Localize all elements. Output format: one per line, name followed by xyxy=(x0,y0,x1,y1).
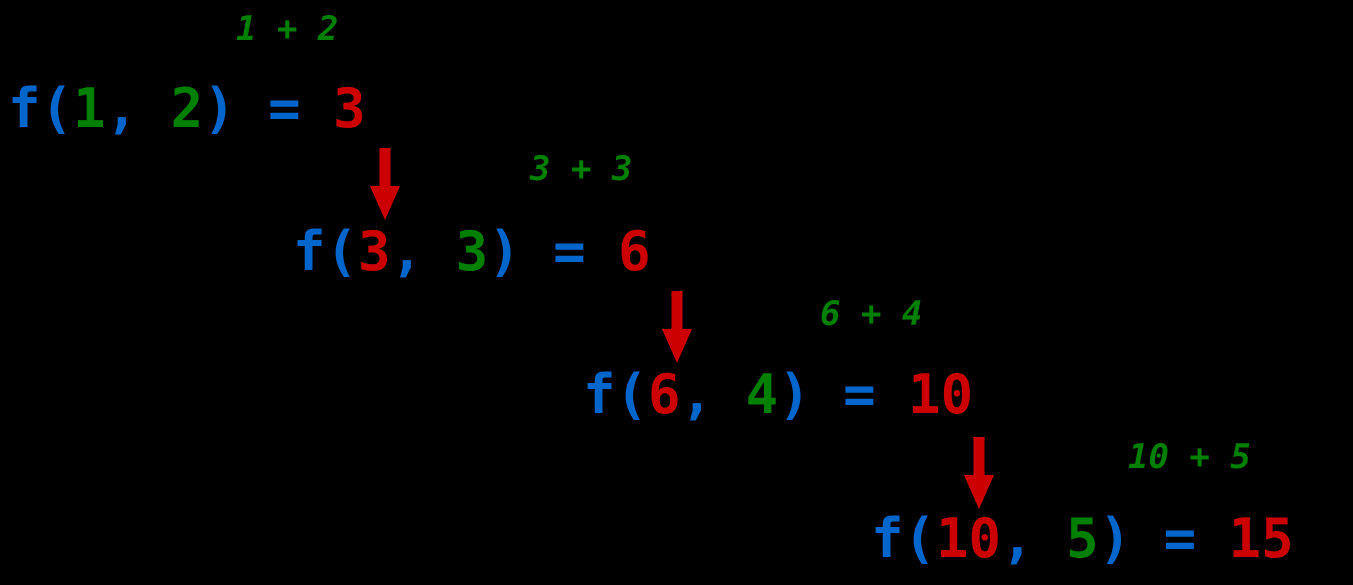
result-value: 3 xyxy=(333,77,366,140)
argument-accumulator: 6 xyxy=(648,363,681,426)
spacer xyxy=(138,77,171,140)
argument-new: 1 xyxy=(73,77,106,140)
paren: ) xyxy=(778,363,811,426)
arrow-down-icon-step-3 xyxy=(962,437,996,509)
spacer xyxy=(1034,507,1067,570)
paren: ( xyxy=(903,507,937,570)
paren: ( xyxy=(615,363,649,426)
argument-accumulator: 10 xyxy=(936,507,1002,570)
call-expression-step-4: f(10, 5) = 15 xyxy=(871,512,1294,566)
annotation-step-3: 6 + 4 xyxy=(820,294,923,334)
paren: ) xyxy=(488,220,521,283)
arrow-down-icon-step-2 xyxy=(660,291,694,363)
spacer xyxy=(236,77,269,140)
spacer xyxy=(423,220,456,283)
comma: , xyxy=(105,77,139,140)
argument-new: 3 xyxy=(455,220,489,283)
argument-new: 2 xyxy=(170,77,204,140)
annotation-step-4: 10 + 5 xyxy=(1128,437,1251,477)
argument-new: 5 xyxy=(1066,507,1099,570)
spacer xyxy=(586,220,619,283)
function-name: f xyxy=(293,220,326,283)
comma: , xyxy=(390,220,424,283)
spacer xyxy=(876,363,909,426)
spacer xyxy=(811,363,844,426)
function-name: f xyxy=(583,363,616,426)
equals-sign: = xyxy=(268,77,301,140)
equals-sign: = xyxy=(553,220,586,283)
paren: ( xyxy=(40,77,74,140)
function-name: f xyxy=(871,507,904,570)
spacer xyxy=(1131,507,1164,570)
paren: ) xyxy=(1098,507,1132,570)
annotation-step-2: 3 + 3 xyxy=(530,149,633,189)
result-value: 6 xyxy=(618,220,651,283)
spacer xyxy=(1196,507,1229,570)
function-name: f xyxy=(8,77,41,140)
annotation-step-1: 1 + 2 xyxy=(236,9,339,49)
comma: , xyxy=(1001,507,1034,570)
equals-sign: = xyxy=(1163,507,1197,570)
argument-new: 4 xyxy=(745,363,779,426)
paren: ( xyxy=(325,220,359,283)
spacer xyxy=(713,363,746,426)
argument-accumulator: 3 xyxy=(358,220,391,283)
call-expression-step-3: f(6, 4) = 10 xyxy=(583,368,973,422)
arrow-down-icon-step-1 xyxy=(368,148,402,220)
result-value: 10 xyxy=(908,363,974,426)
paren: ) xyxy=(203,77,236,140)
spacer xyxy=(521,220,554,283)
call-expression-step-2: f(3, 3) = 6 xyxy=(293,225,651,279)
equals-sign: = xyxy=(843,363,876,426)
spacer xyxy=(301,77,334,140)
result-value: 15 xyxy=(1228,507,1294,570)
comma: , xyxy=(680,363,714,426)
call-expression-step-1: f(1, 2) = 3 xyxy=(8,82,366,136)
